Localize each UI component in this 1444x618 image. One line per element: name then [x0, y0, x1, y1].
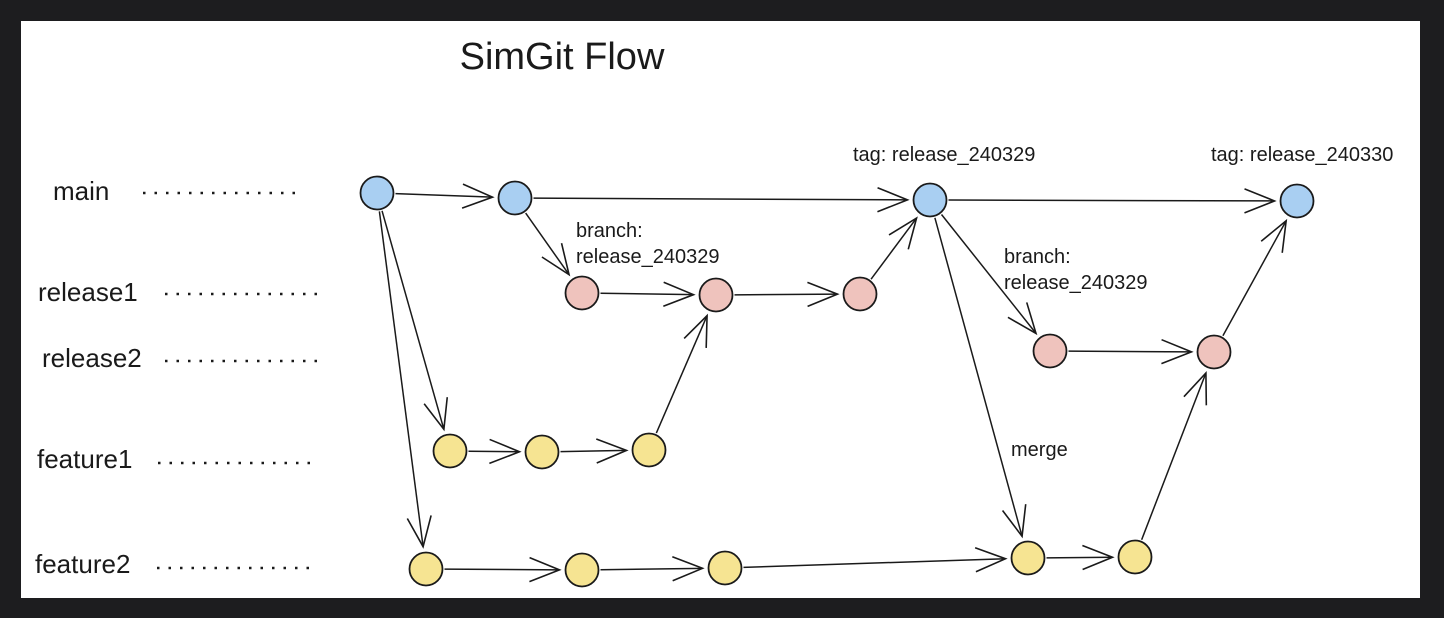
edge-f2c-to-f2d — [743, 546, 1008, 573]
tag-release-240330-line-1: tag: release_240330 — [1211, 144, 1393, 166]
branch-label-release1-line-1: branch: — [576, 220, 643, 242]
commit-node-r1b — [698, 277, 734, 313]
annotations-layer: tag: release_240329 tag: release_240330br… — [576, 144, 1393, 461]
commit-node-m2 — [497, 180, 533, 216]
branch-label-release2: branch: release_240329 — [1004, 246, 1147, 294]
edge-m2-to-m3 — [533, 187, 910, 213]
commit-node-f2c — [707, 550, 743, 586]
commit-node-r1a — [564, 275, 600, 311]
edge-m2-to-r1a — [525, 212, 571, 277]
edge-m1-to-f2a — [378, 211, 432, 549]
commit-node-r2a — [1032, 333, 1068, 369]
edge-f1a-to-f1b — [468, 438, 522, 465]
edge-r1b-to-r1c — [734, 281, 840, 308]
lane-label-feature2: feature2 — [35, 549, 130, 579]
tag-release-240329-line-1: tag: release_240329 — [853, 144, 1035, 166]
branch-label-release2-line-1: branch: — [1004, 246, 1071, 268]
branch-label-release1-line-2: release_240329 — [576, 246, 719, 268]
commit-node-f2b — [564, 552, 600, 588]
commit-node-f1a — [432, 433, 468, 469]
edge-f2a-to-f2b — [444, 556, 562, 583]
tag-release-240329: tag: release_240329 — [853, 144, 1035, 166]
edge-f2d-to-f2e — [1046, 544, 1115, 571]
edge-m3-to-f2d — [934, 217, 1027, 539]
commit-node-f1b — [524, 434, 560, 470]
edge-f1b-to-f1c — [560, 438, 629, 464]
edge-m3-to-r2a — [940, 214, 1038, 336]
edge-m1-to-f1a — [381, 210, 449, 432]
edge-f2e-to-r2b — [1140, 370, 1208, 541]
lane-labels-layer: main release1 release2 feature1 feature2 — [35, 176, 318, 579]
lane-label-main: main — [53, 176, 109, 206]
edge-r2b-to-m4 — [1222, 218, 1288, 337]
commit-node-f2e — [1117, 539, 1153, 575]
commit-nodes-layer — [359, 175, 1315, 588]
branch-label-release2-line-2: release_240329 — [1004, 272, 1147, 294]
commit-node-f2d — [1010, 540, 1046, 576]
commit-node-r2b — [1196, 334, 1232, 370]
commit-node-m4 — [1279, 183, 1315, 219]
edge-r2a-to-r2b — [1068, 338, 1194, 365]
commit-node-m3 — [912, 182, 948, 218]
edge-f1c-to-r1b — [655, 313, 708, 434]
lane-label-feature1: feature1 — [37, 444, 132, 474]
commit-node-f2a — [408, 551, 444, 587]
edge-m1-to-m2 — [395, 183, 495, 209]
edge-f2b-to-f2c — [600, 555, 705, 582]
branch-label-release1: branch: release_240329 — [576, 220, 719, 268]
tag-release-240330: tag: release_240330 — [1211, 144, 1393, 166]
diagram-title: SimGit Flow — [460, 36, 665, 78]
merge-label: merge — [1011, 439, 1068, 461]
edge-r1a-to-r1b — [600, 281, 696, 307]
edge-m3-to-m4 — [948, 188, 1277, 214]
edges-layer — [378, 183, 1288, 583]
commit-node-r1c — [842, 276, 878, 312]
edge-r1c-to-m3 — [870, 216, 918, 280]
merge-label-line-1: merge — [1011, 439, 1068, 461]
commit-node-f1c — [631, 432, 667, 468]
commit-node-m1 — [359, 175, 395, 211]
lane-label-release2: release2 — [42, 343, 142, 373]
lane-label-release1: release1 — [38, 277, 138, 307]
